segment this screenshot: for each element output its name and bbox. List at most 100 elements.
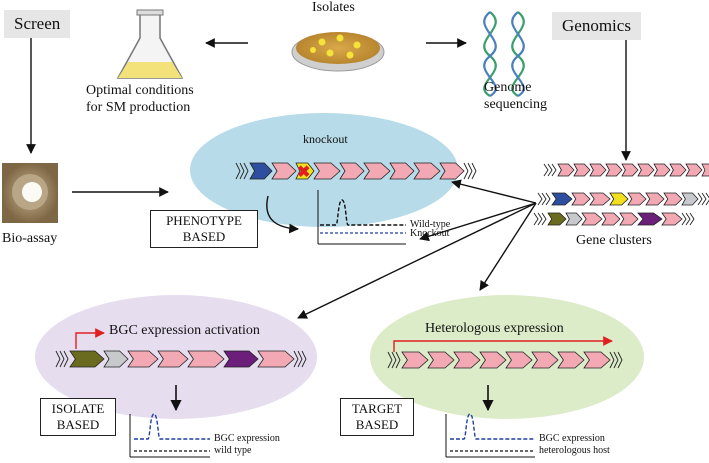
bgc-activation-title: BGC expression activation — [109, 323, 260, 338]
bgc-track-endcap-right — [301, 350, 307, 368]
cluster-2-endcap-left — [541, 192, 547, 206]
cluster-3-endcap-left — [537, 212, 543, 226]
cluster-1-gene-3 — [589, 163, 607, 177]
knockout-track-gene-9 — [439, 162, 465, 180]
hetero-track-gene-3 — [453, 351, 481, 369]
knockout-title: knockout — [303, 132, 348, 146]
hetero-track-endcap-right — [613, 351, 619, 369]
bgc-track-gene-1 — [69, 350, 105, 368]
cluster-2-endcap-left — [545, 192, 551, 206]
flask-icon — [116, 9, 184, 79]
bgc-track-endcap-right — [297, 350, 303, 368]
knockout-track-gene-8 — [413, 162, 441, 180]
hetero-track-gene-8 — [583, 351, 611, 369]
cluster-3-endcap-left — [541, 212, 547, 226]
cluster-1-gene-5 — [621, 163, 639, 177]
bgc-track-gene-7 — [257, 350, 295, 368]
heterologous-panel — [370, 295, 644, 419]
hetero-legend-host: heterologous host — [539, 445, 610, 456]
hetero-track-gene-6 — [531, 351, 559, 369]
hetero-title: Heterologous expression — [425, 321, 564, 336]
bgc-track-gene-3 — [127, 350, 159, 368]
cluster-1-gene-10 — [701, 163, 709, 177]
cluster-3-gene-7 — [661, 212, 683, 226]
cluster-1-endcap-left — [543, 163, 549, 177]
bgc-legend-wild: wild type — [214, 445, 252, 456]
hetero-track-endcap-left — [395, 351, 401, 369]
hetero-chart — [445, 413, 535, 458]
knockout-track-gene-5 — [339, 162, 365, 180]
hetero-track-gene-5 — [505, 351, 533, 369]
knockout-track-gene-6 — [363, 162, 391, 180]
hetero-track-gene-7 — [557, 351, 585, 369]
knockout-track-gene-2 — [271, 162, 297, 180]
isolate-box-line1: ISOLATE — [51, 401, 105, 416]
optimal-conditions-label-2: for SM production — [86, 100, 191, 115]
cluster-3-endcap-right — [685, 212, 691, 226]
bgc-track-gene-5 — [187, 350, 225, 368]
cluster-1-gene-8 — [669, 163, 687, 177]
cluster-2-gene-5 — [627, 192, 647, 206]
genomics-header: Genomics — [552, 12, 641, 40]
knockout-track-gene-1 — [249, 162, 273, 180]
target-based-box: TARGET BASED — [340, 398, 414, 436]
isolate-box-line2: BASED — [56, 417, 100, 432]
cluster-1-gene-4 — [605, 163, 623, 177]
knockout-track-gene-4 — [313, 162, 341, 180]
hetero-legend-expression: BGC expression — [539, 433, 605, 444]
knockout-legend-wild: Wild-type — [410, 219, 451, 230]
arrow-clusters-to-knockout — [451, 179, 537, 204]
cluster-2-gene-2 — [571, 192, 591, 206]
hetero-track-gene-4 — [479, 351, 507, 369]
arrow-clusters-to-hetero — [479, 202, 537, 291]
cluster-1-gene-9 — [685, 163, 703, 177]
bgc-track-gene-6 — [223, 350, 259, 368]
knockout-track-endcap-left — [235, 162, 241, 180]
bgc-legend-expression: BGC expression — [214, 433, 280, 444]
cluster-3-endcap-right — [689, 212, 695, 226]
arrow-clusters-to-phenotype — [419, 202, 537, 242]
hetero-track-endcap-left — [387, 351, 393, 369]
red-promoter-arrow-bgc — [75, 328, 105, 349]
arrow-knockout-curve — [266, 195, 299, 234]
hetero-track-gene-1 — [401, 351, 429, 369]
cluster-2-gene-6 — [645, 192, 665, 206]
knockout-legend-knock: Knockout — [410, 228, 450, 239]
isolate-based-box: ISOLATE BASED — [40, 398, 116, 436]
knockout-track-endcap-right — [471, 162, 477, 180]
cluster-2-endcap-right — [701, 192, 707, 206]
bgc-track-gene-4 — [157, 350, 189, 368]
cluster-3-gene-2 — [565, 212, 583, 226]
gene-cluster-tracks: ✖ — [55, 162, 709, 369]
hetero-track-endcap-left — [391, 351, 397, 369]
phenotype-box-line1: PHENOTYPE — [166, 213, 242, 228]
bgc-chart — [129, 413, 210, 458]
cluster-3-gene-4 — [601, 212, 621, 226]
gene-clusters-label: Gene clusters — [576, 233, 652, 248]
hetero-bgc-trace — [450, 413, 535, 440]
dna-helix-icon — [483, 11, 525, 97]
cluster-2-endcap-right — [697, 192, 703, 206]
genome-sequencing-label-2: sequencing — [484, 97, 547, 112]
wild-type-trace — [320, 199, 406, 226]
petri-dish-icon — [291, 32, 385, 72]
cluster-1-endcap-left — [547, 163, 553, 177]
knockout-x-icon: ✖ — [297, 164, 310, 181]
cluster-3-gene-6 — [637, 212, 663, 226]
bioassay-image — [2, 163, 58, 223]
cluster-3-gene-5 — [619, 212, 639, 226]
cluster-1-gene-6 — [637, 163, 655, 177]
phenotype-based-box: PHENOTYPE BASED — [150, 210, 258, 248]
cluster-3-gene-1 — [547, 212, 567, 226]
cluster-3-endcap-left — [533, 212, 539, 226]
cluster-2-gene-8 — [681, 192, 699, 206]
cluster-3-endcap-right — [681, 212, 687, 226]
knockout-track-endcap-right — [463, 162, 469, 180]
target-box-line1: TARGET — [351, 401, 403, 416]
arrow-clusters-to-bgc — [297, 202, 537, 319]
knockout-track-endcap-left — [243, 162, 249, 180]
knockout-track-gene-3 — [295, 162, 315, 180]
knockout-track-endcap-right — [467, 162, 473, 180]
